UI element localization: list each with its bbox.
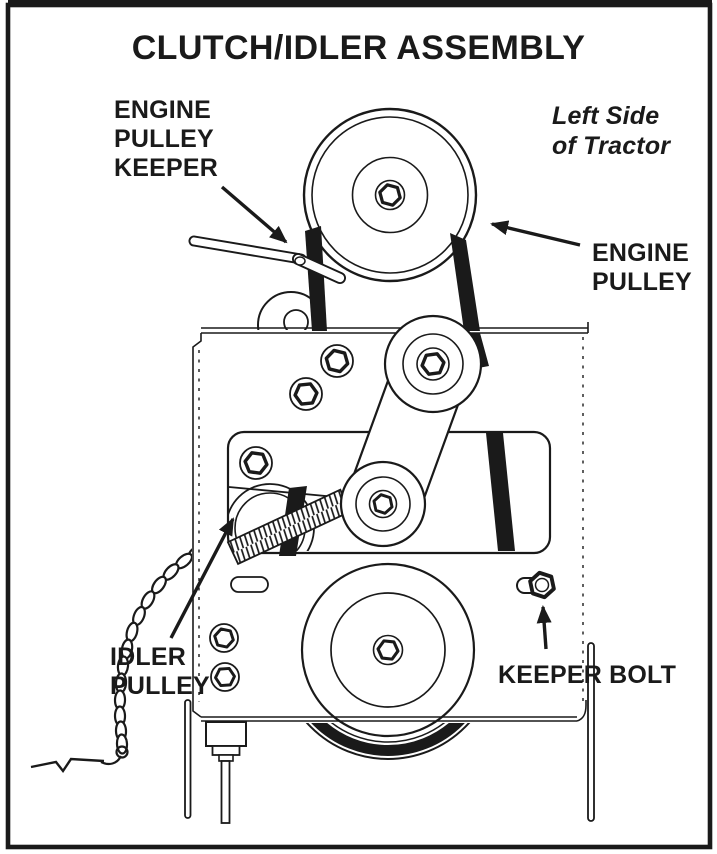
frame-bottom-edge (201, 700, 587, 722)
frame-bolt (209, 623, 239, 653)
clutch-chain (30, 544, 207, 774)
arrow-keeper-bolt (536, 605, 552, 650)
label-line: PULLEY (592, 268, 692, 296)
drive-belt-upper (305, 226, 480, 331)
switch-block (205, 721, 247, 824)
frame-bolt (289, 377, 323, 411)
label-engine-pulley: ENGINE PULLEY (592, 239, 692, 297)
figure-border (5, 0, 713, 850)
tension-spring (226, 488, 352, 566)
background-idler-pulley (257, 291, 325, 330)
clutch-pulley-drawing (300, 562, 476, 738)
label-line: KEEPER (114, 154, 219, 182)
label-line: IDLER (110, 643, 186, 671)
frame-slot (230, 576, 269, 593)
switch-wire (220, 760, 231, 824)
left-side-bar (184, 699, 192, 819)
keeper-bolt-drawing (516, 568, 560, 602)
drive-belt-lower-arc (305, 723, 471, 760)
label-line: ENGINE (114, 96, 212, 124)
label-left-side-of-tractor: Left Side of Tractor (552, 101, 670, 161)
label-engine-pulley-keeper: ENGINE PULLEY KEEPER (114, 96, 218, 183)
arrow-idler-pulley (169, 517, 235, 639)
bracket-bolt (239, 446, 273, 480)
upper-idler-pulley (383, 314, 483, 414)
label-idler-pulley: IDLER PULLEY (110, 643, 210, 701)
right-side-bar (587, 642, 595, 822)
frame-bolt (210, 662, 240, 692)
frame-bolt (320, 344, 354, 378)
label-line: Left Side (552, 102, 660, 130)
chain-end-pin (30, 757, 105, 774)
lower-idler-pulley (339, 460, 427, 548)
label-keeper-bolt: KEEPER BOLT (498, 661, 676, 690)
drive-belt-bracket (486, 433, 515, 551)
label-line: ENGINE (592, 239, 690, 267)
label-line: PULLEY (110, 672, 210, 700)
arrow-engine-pulley (490, 220, 581, 247)
label-line: PULLEY (114, 125, 214, 153)
engine-pulley-keeper-rod (188, 235, 346, 284)
engine-pulley-drawing (302, 107, 478, 283)
label-line: KEEPER BOLT (498, 661, 677, 689)
figure-title: CLUTCH/IDLER ASSEMBLY (131, 29, 586, 67)
arrow-engine-pulley-keeper (220, 185, 288, 244)
label-line: of Tractor (552, 132, 671, 160)
